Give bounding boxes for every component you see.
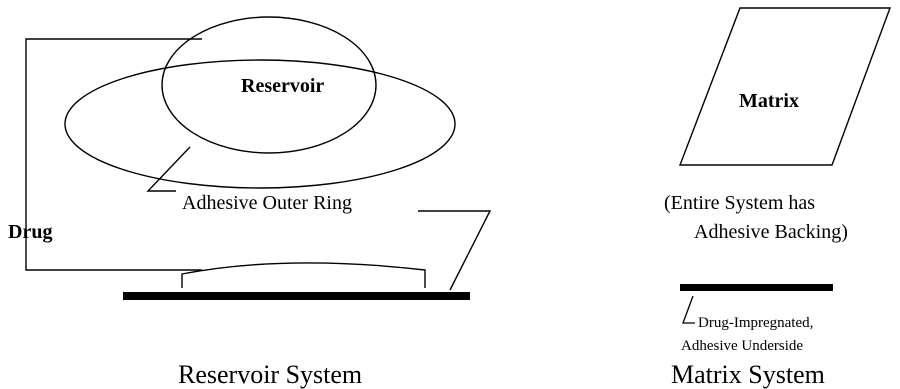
matrix-note-line2: Adhesive Backing) <box>694 221 848 243</box>
underside-label-line2: Adhesive Underside <box>681 338 803 354</box>
reservoir-backing-layer <box>123 292 470 300</box>
drug-bracket-line <box>25 38 202 271</box>
adhesive-outer-ring-label: Adhesive Outer Ring <box>182 192 352 214</box>
matrix-system-caption: Matrix System <box>671 360 825 389</box>
reservoir-shape <box>161 16 377 154</box>
matrix-note-line1: (Entire System has <box>664 192 815 214</box>
underside-label-line1: Drug-Impregnated, <box>698 315 813 331</box>
reservoir-system-caption: Reservoir System <box>178 360 362 389</box>
reservoir-side-view-patch <box>181 262 426 288</box>
matrix-shape <box>678 7 892 166</box>
matrix-backing-layer <box>680 284 833 291</box>
matrix-system-diagram: Matrix (Entire System has Adhesive Backi… <box>664 7 892 389</box>
reservoir-label: Reservoir <box>241 75 324 97</box>
matrix-underside-leader <box>682 295 695 324</box>
adhesive-ring-leader <box>146 146 191 192</box>
reservoir-system-diagram: Reservoir Adhesive Outer Ring Drug Reser… <box>8 16 492 389</box>
matrix-label: Matrix <box>739 90 799 112</box>
adhesive-outer-ring-shape <box>64 59 456 189</box>
side-view-leader <box>418 210 492 291</box>
drug-label: Drug <box>8 221 52 243</box>
